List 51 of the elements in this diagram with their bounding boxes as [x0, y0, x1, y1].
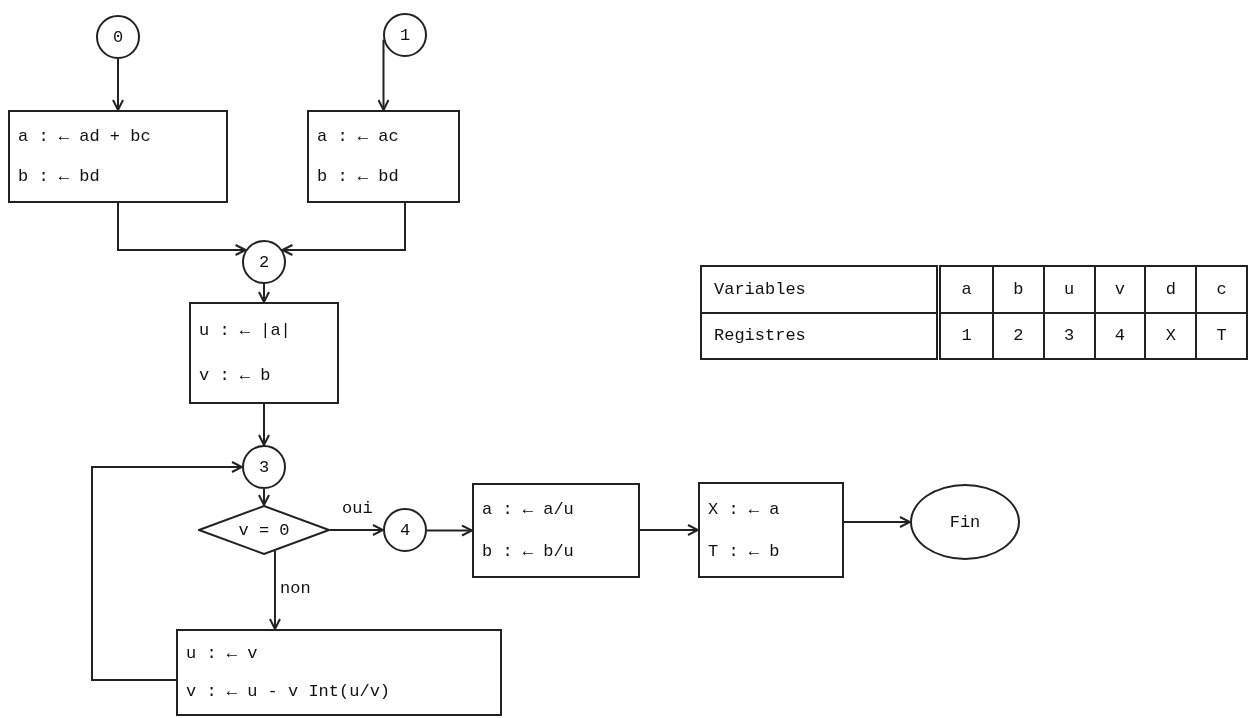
arrow [329, 524, 384, 536]
assignment-text: a : ← ac [317, 126, 400, 146]
assignment-text: a : ← ad + bc [18, 126, 152, 146]
assignment-text: v : ← b [199, 366, 272, 385]
arrow [843, 516, 911, 528]
table-value: T [1196, 312, 1247, 359]
arrow [91, 461, 243, 681]
process-box [8, 110, 228, 203]
table-value: v [1094, 266, 1146, 313]
table-value: 2 [992, 312, 1044, 359]
table-value: X [1145, 312, 1197, 359]
arrow [639, 524, 699, 536]
arrow [112, 58, 124, 111]
arrow [258, 403, 270, 446]
table-value: c [1196, 266, 1247, 313]
connector-circle: 2 [242, 240, 286, 284]
table-row-header: Registres [701, 312, 939, 359]
condition-text: v = 0 [238, 520, 290, 540]
table-value: 4 [1094, 312, 1146, 359]
arrow [117, 202, 247, 256]
arrow [281, 202, 406, 256]
process-box [189, 302, 339, 404]
assignment-text: b : ← bd [317, 167, 400, 187]
assignment-text: b : ← bd [18, 167, 101, 187]
arrow [258, 283, 270, 303]
assignment-text: T : ← b [708, 541, 781, 561]
process-box [307, 110, 460, 203]
process-box [472, 483, 640, 578]
assignment-text: u : ← |a| [199, 321, 292, 340]
table-value: 1 [938, 312, 993, 359]
assignment-text: b : ← b/u [482, 541, 575, 561]
assignment-text: a : ← a/u [482, 500, 575, 520]
table-value: a [938, 266, 993, 313]
table-value: 3 [1043, 312, 1095, 359]
arrow [258, 488, 270, 506]
arrow [426, 524, 473, 537]
terminal-ellipse: Fin [910, 484, 1020, 560]
connector-circle: 4 [383, 508, 427, 552]
process-box [698, 482, 844, 578]
table-value: d [1145, 266, 1197, 313]
arrow [268, 549, 281, 630]
connector-circle: 0 [96, 15, 140, 59]
table-value: u [1043, 266, 1095, 313]
process-box [176, 629, 502, 716]
assignment-text: v : ← u - v Int(u/v) [186, 681, 392, 701]
table-row-header: Variables [701, 266, 939, 313]
connector-circle: 3 [242, 445, 286, 489]
connector-circle: 1 [383, 13, 427, 57]
assignment-text: X : ← a [708, 499, 781, 519]
table-value: b [992, 266, 1044, 313]
assignment-text: u : ← v [186, 644, 259, 664]
